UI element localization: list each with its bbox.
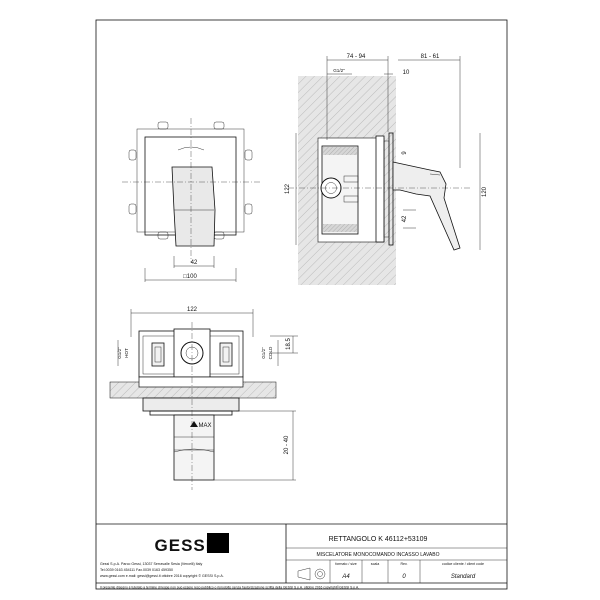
client-code-value: Standard <box>451 574 476 580</box>
format-header: formato / size <box>335 562 357 566</box>
product-description: MISCELATORE MONOCOMANDO INCASSO LAVABO <box>317 552 440 558</box>
company-line-2: Tel.0039 0163 454111 Fax.0039 0163 45935… <box>100 568 173 572</box>
side-dim-120: 120 <box>482 186 488 197</box>
lever-side-profile <box>392 161 461 251</box>
product-title: RETTANGOLO K 46112+53109 <box>329 536 428 543</box>
rev-header: Rev. <box>400 562 407 566</box>
hot-label: HOT <box>124 348 129 358</box>
hot-thread-label: G1/2" <box>117 347 122 359</box>
front-dim-plate: □100 <box>183 274 197 280</box>
side-dim-81-61: 81 - 61 <box>421 54 440 60</box>
side-dim-74-94: 74 - 94 <box>347 54 366 60</box>
format-value: A4 <box>341 574 350 580</box>
side-dim-thread: G1/2" <box>333 68 345 73</box>
company-line-3: www.gessi.com e.mail: gessi@gessi.it ott… <box>100 574 224 578</box>
front-view: 42 □100 <box>122 118 262 282</box>
max-label: MAX <box>198 423 211 429</box>
gessi-logo: GESSI <box>155 533 229 555</box>
bottom-dim-20-40: 20 - 40 <box>284 435 290 454</box>
wall-flange <box>375 135 385 243</box>
title-block: GESSI Gessi S.p.A. Parco Gessi, 13037 Se… <box>96 523 507 590</box>
cold-inlet <box>219 342 233 367</box>
cold-thread-label: G1/2" <box>261 347 266 359</box>
copyright-notice: Il presente disegno è tutelato a termine… <box>100 586 359 590</box>
side-section-view: 74 - 94 81 - 61 G1/2" 10 122 120 9 42 <box>285 54 488 285</box>
side-dim-9: 9 <box>402 151 408 155</box>
sheet-border <box>95 19 508 590</box>
bottom-section-view: 122 G1/2" HOT G1/2" COLD 18.5 <box>109 307 298 490</box>
side-dim-122: 122 <box>285 183 291 194</box>
bottom-dim-122: 122 <box>187 307 198 313</box>
side-dim-10: 10 <box>403 70 410 76</box>
brand-logo-text: GESSI <box>155 536 212 555</box>
front-dim-42: 42 <box>191 260 198 266</box>
bottom-dim-18-5: 18.5 <box>286 338 292 350</box>
projection-symbol-icon <box>297 567 326 581</box>
client-code-header: codice cliente / client code <box>442 562 484 566</box>
bottom-flange <box>142 397 240 412</box>
mixer-lever <box>171 166 216 247</box>
rev-value: 0 <box>402 574 406 580</box>
hot-inlet <box>151 342 165 367</box>
cold-label: COLD <box>268 346 273 359</box>
side-dim-42: 42 <box>402 215 408 222</box>
scale-header: scala <box>371 562 379 566</box>
company-line-1: Gessi S.p.A. Parco Gessi, 13037 Serraval… <box>100 562 202 566</box>
